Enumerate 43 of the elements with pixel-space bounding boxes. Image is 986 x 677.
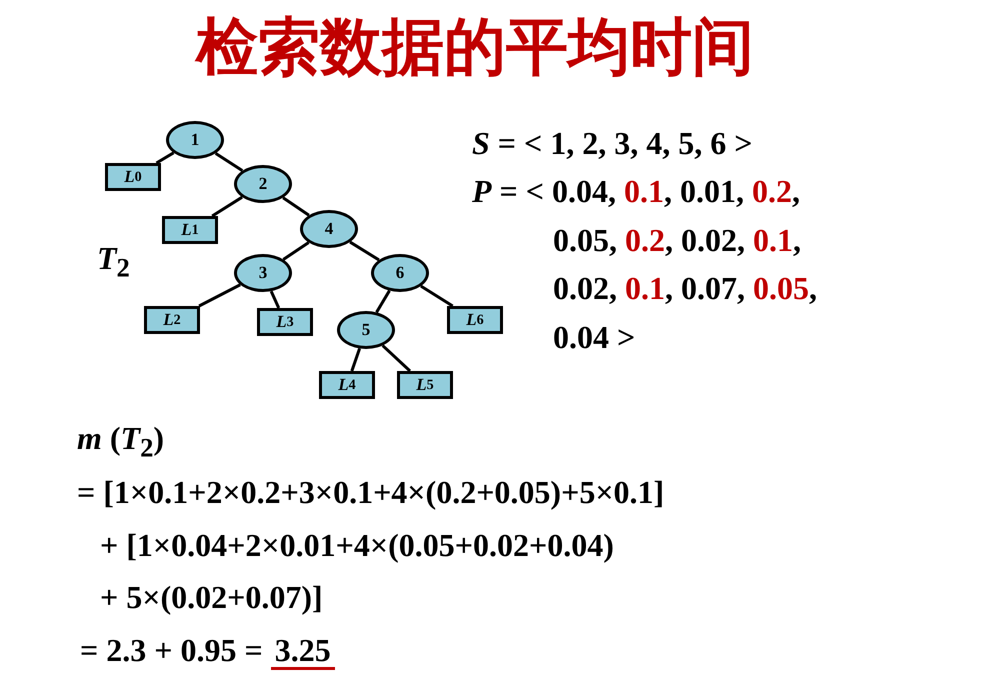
edge-line: [282, 241, 310, 261]
formula-text: + 5×(0.02+0.07)]: [100, 578, 323, 617]
result-value: 3.25: [270, 633, 335, 670]
formula-text: 0.04 >: [553, 318, 636, 357]
edge-line: [214, 152, 244, 172]
tree-node-ellipse: 1: [166, 121, 224, 159]
edge-line: [350, 348, 362, 372]
formula-text: ,: [793, 221, 801, 260]
formula-text: m (T$_{2}$): [77, 419, 164, 464]
edge-line: [211, 196, 243, 218]
formula-text: 0.1: [625, 269, 665, 308]
formula-text: = 2.3 + 0.95 =: [80, 631, 263, 670]
tree-node-ellipse: 5: [337, 311, 395, 349]
tree-node-ellipse: 4: [300, 210, 358, 248]
edge-line: [270, 290, 280, 309]
formula-text: + [1×0.04+2×0.01+4×(0.05+0.02+0.04): [100, 526, 614, 565]
formula-text: P = < 0.04,: [472, 172, 616, 211]
formula-text: 0.05,: [553, 221, 617, 260]
formula-text: 0.05: [753, 269, 809, 308]
tree-node-ellipse: 6: [371, 254, 429, 292]
edge-line: [375, 290, 391, 314]
tree-node-ellipse: 3: [234, 254, 292, 292]
formula-text: ,: [792, 172, 800, 211]
formula-text: 0.2: [752, 172, 792, 211]
formula-text: = [1×0.1+2×0.2+3×0.1+4×(0.2+0.05)+5×0.1]: [77, 473, 664, 512]
title: 检索数据的平均时间: [194, 13, 755, 84]
tree-node-ellipse: 2: [234, 165, 292, 203]
formula-text: 0.1: [753, 221, 793, 260]
formula-text: S = < 1, 2, 3, 4, 5, 6 >: [472, 124, 752, 163]
formula-text: T$_{2}$: [97, 239, 130, 284]
edge-line: [349, 240, 380, 262]
formula-text: , 0.07,: [665, 269, 745, 308]
edge-line: [382, 344, 411, 372]
formula-text: 0.2: [625, 221, 665, 260]
edge-line: [156, 152, 174, 164]
edge-line: [282, 196, 310, 217]
formula-text: , 0.01,: [664, 172, 744, 211]
edge-line: [198, 283, 241, 308]
formula-text: 0.1: [624, 172, 664, 211]
edge-line: [420, 284, 454, 308]
formula-text: , 0.02,: [665, 221, 745, 260]
formula-text: 0.02,: [553, 269, 617, 308]
formula-text: ,: [809, 269, 817, 308]
